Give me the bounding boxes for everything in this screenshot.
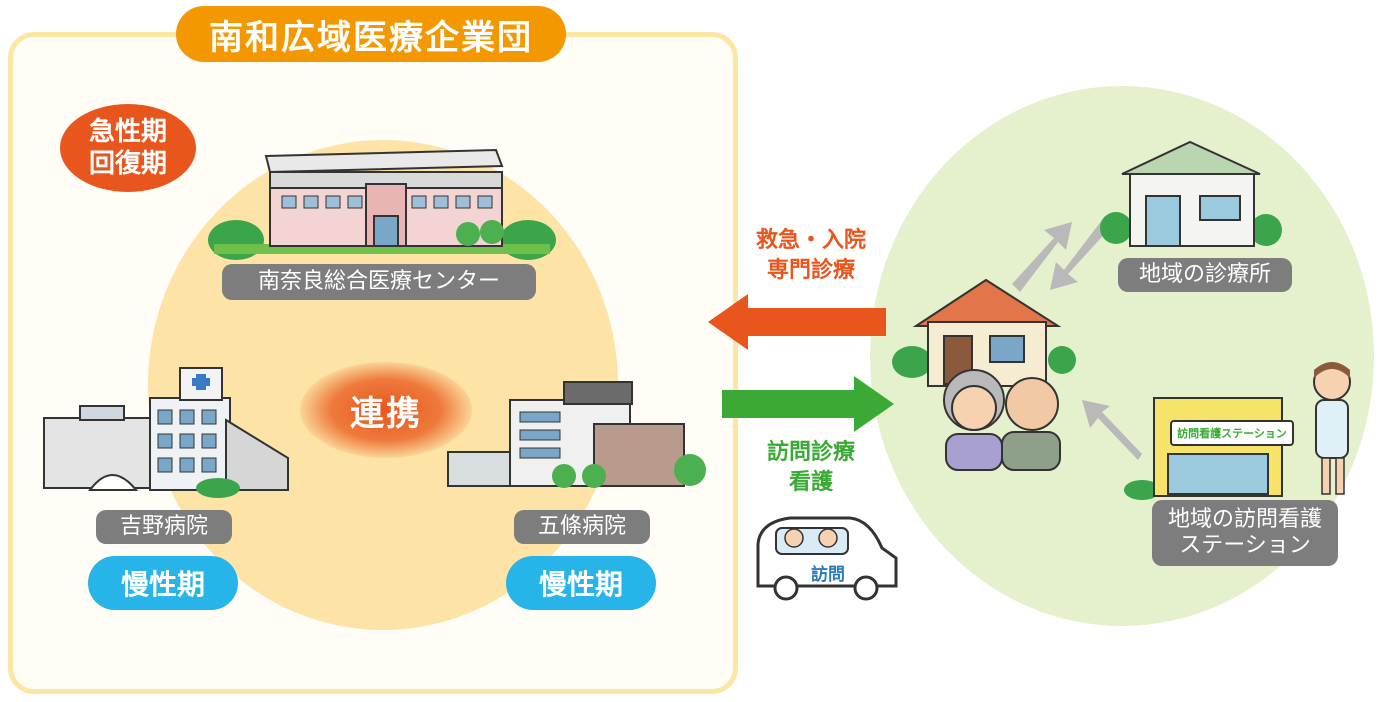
main-hospital-label: 南奈良総合医療センター xyxy=(222,264,536,300)
emergency-line2: 専門診療 xyxy=(766,258,855,283)
visit-car-drawing xyxy=(756,516,898,601)
clinic-arrows-icon xyxy=(1012,220,1110,292)
nursing-arrow-icon xyxy=(1082,400,1142,460)
group-title: 南和広域医療企業団 xyxy=(176,6,566,62)
clinic-icon xyxy=(1100,140,1282,247)
emergency-line1: 救急・入院 xyxy=(755,228,866,253)
acute-phase-line1: 急性期 xyxy=(88,117,167,147)
home-visit-arrow-icon xyxy=(722,376,894,432)
yoshino-chronic-badge: 慢性期 xyxy=(88,556,238,610)
yoshino-hospital-label: 吉野病院 xyxy=(96,510,232,544)
emergency-arrow-icon xyxy=(708,294,886,350)
nursing-station-label-line1: 地域の訪問看護 xyxy=(1167,507,1322,532)
cooperation-label: 連携 xyxy=(300,362,472,458)
gojo-hospital-label: 五條病院 xyxy=(514,510,650,544)
main-hospital-icon xyxy=(208,148,556,260)
nurse-icon xyxy=(1313,362,1351,495)
home-visit-line2: 看護 xyxy=(788,470,833,495)
visit-car-icon: 訪問 xyxy=(750,508,902,604)
gojo-chronic-badge: 慢性期 xyxy=(506,556,656,610)
acute-phase-badge: 急性期 回復期 xyxy=(60,104,196,192)
clinic-label: 地域の診療所 xyxy=(1118,258,1292,292)
home-visit-arrow-text: 訪問診療 看護 xyxy=(736,438,886,498)
visit-car-text: 訪問 xyxy=(811,565,845,585)
nursing-station-sign: 訪問看護ステーション xyxy=(1170,420,1294,446)
nursing-station-icon xyxy=(1124,397,1283,500)
nursing-station-label: 地域の訪問看護 ステーション xyxy=(1152,500,1338,566)
nursing-station-label-line2: ステーション xyxy=(1179,533,1311,558)
gojo-hospital-icon xyxy=(447,381,706,488)
home-visit-line1: 訪問診療 xyxy=(766,440,855,465)
acute-phase-line2: 回復期 xyxy=(88,149,167,179)
emergency-arrow-text: 救急・入院 専門診療 xyxy=(736,226,886,286)
home-icon xyxy=(892,278,1076,471)
yoshino-hospital-icon xyxy=(43,367,289,498)
